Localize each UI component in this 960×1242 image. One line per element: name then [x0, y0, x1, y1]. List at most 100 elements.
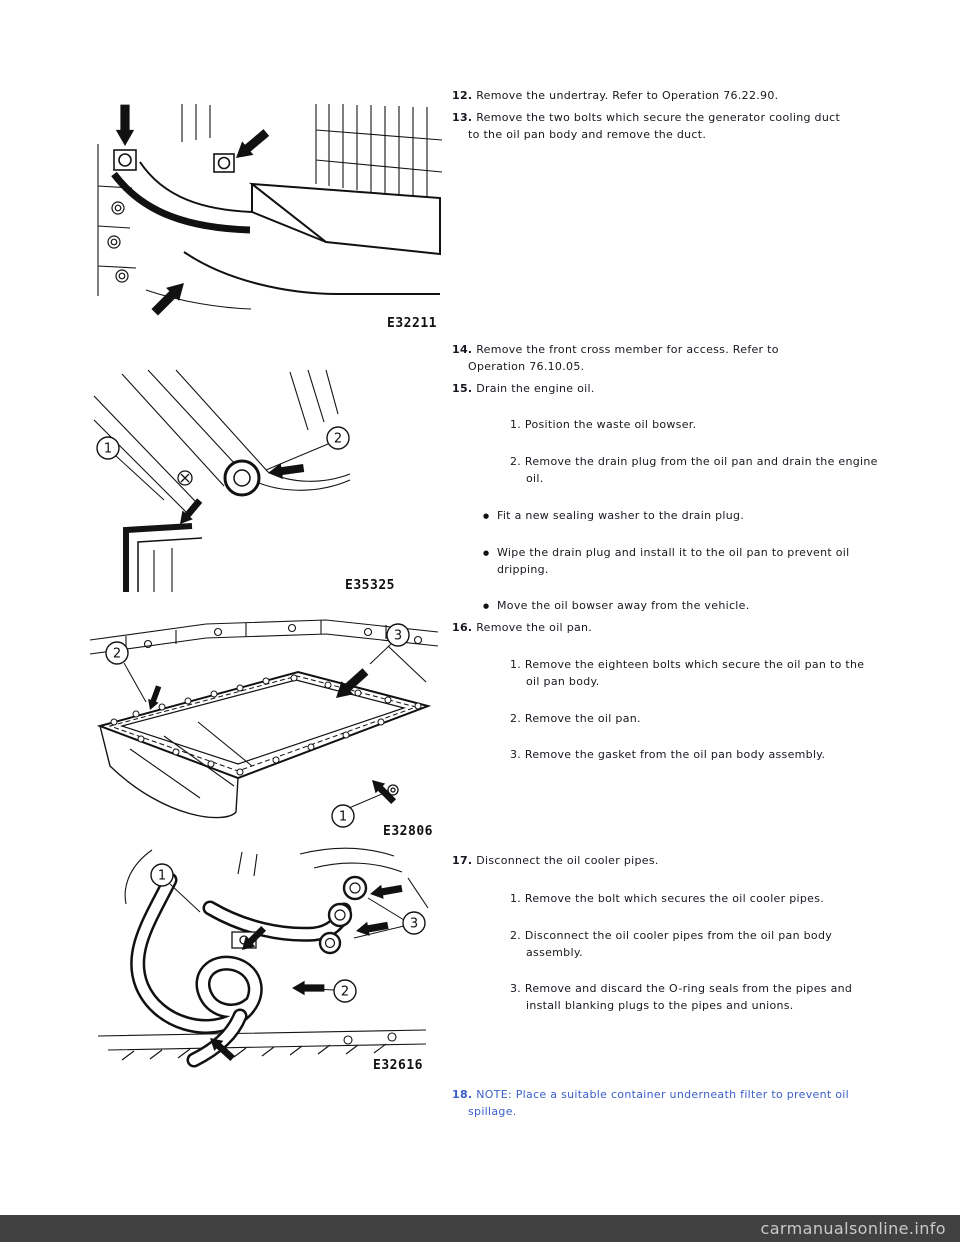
callout-1: 1	[150, 863, 174, 887]
step-17-number: 17.	[452, 854, 473, 867]
step-12-text: Remove the undertray. Refer to Operation…	[476, 89, 779, 102]
step-18-note-text: NOTE: Place a suitable container underne…	[468, 1088, 849, 1118]
duct-channel-edge	[111, 171, 251, 234]
figure-code-e35325: E35325	[345, 578, 395, 593]
engine-background-lines	[97, 104, 443, 310]
callout-1: 1	[96, 436, 120, 460]
engine-background-lines	[97, 847, 429, 1061]
bullet-icon: ●	[483, 512, 490, 520]
bullet-item-2: ● Wipe the drain plug and install it to …	[483, 545, 895, 578]
step-18-note: 18. NOTE: Place a suitable container und…	[452, 1087, 888, 1120]
engine-block-bottom	[89, 619, 439, 683]
substep-text: Remove the bolt which secures the oil co…	[524, 892, 825, 905]
step-14-text: Remove the front cross member for access…	[468, 343, 779, 373]
svg-text:1: 1	[158, 869, 166, 884]
svg-text:3: 3	[410, 917, 418, 932]
step-16-number: 16.	[452, 621, 473, 634]
step-12-number: 12.	[452, 89, 473, 102]
callout-3: 3	[386, 623, 410, 647]
callout-2: 2	[333, 979, 357, 1003]
flange-bolt-holes	[110, 674, 422, 776]
step-17: 17. Disconnect the oil cooler pipes.	[452, 853, 782, 870]
oil-pan-corner	[123, 523, 203, 592]
step-17-substep-1: 1. Remove the bolt which secures the oil…	[510, 891, 890, 908]
step-18-number: 18.	[452, 1088, 473, 1101]
callout-2: 2	[326, 426, 350, 450]
substep-number: 2.	[510, 455, 522, 468]
pointer-arrow-icons	[180, 463, 305, 524]
svg-text:3: 3	[394, 629, 402, 644]
callout-leaders	[115, 443, 329, 501]
pointer-arrow-icons	[210, 884, 403, 1062]
oil-pan-flange	[96, 670, 432, 780]
substep-number: 2.	[510, 929, 522, 942]
duct-bolt-left	[113, 149, 137, 171]
substep-text: Remove the oil pan.	[524, 712, 641, 725]
step-14: 14. Remove the front cross member for ac…	[452, 342, 820, 375]
pointer-arrow-icons	[148, 668, 397, 805]
step-15-text: Drain the engine oil.	[476, 382, 595, 395]
pan-bolt	[387, 784, 399, 796]
callout-2: 2	[105, 641, 129, 665]
step-13-text: Remove the two bolts which secure the ge…	[468, 111, 841, 141]
step-16-substep-1: 1. Remove the eighteen bolts which secur…	[510, 657, 872, 690]
step-15-number: 15.	[452, 382, 473, 395]
bullet-text: Fit a new sealing washer to the drain pl…	[497, 509, 745, 522]
step-16-substep-2: 2. Remove the oil pan.	[510, 711, 830, 728]
svg-text:2: 2	[334, 432, 342, 447]
bullet-icon: ●	[483, 549, 490, 557]
bullet-icon: ●	[483, 602, 490, 610]
sealing-washer	[177, 470, 193, 486]
oil-pan-edge-line	[183, 251, 440, 295]
step-13-number: 13.	[452, 111, 473, 124]
drain-plug-drawing: 1 2	[93, 369, 351, 592]
callout-3: 3	[402, 911, 426, 935]
svg-text:2: 2	[341, 985, 349, 1000]
substep-text: Remove the eighteen bolts which secure t…	[524, 658, 865, 688]
pipe-unions	[318, 875, 368, 955]
substep-number: 3.	[510, 748, 522, 761]
step-16-text: Remove the oil pan.	[476, 621, 593, 634]
oil-cooler-pipes-drawing: 1 3 2	[97, 847, 429, 1068]
engine-duct-drawing	[97, 104, 443, 316]
step-13: 13. Remove the two bolts which secure th…	[452, 110, 854, 143]
step-15-substep-2: 2. Remove the drain plug from the oil pa…	[510, 454, 882, 487]
substep-number: 1.	[510, 658, 522, 671]
figure-e32806: 2 3 1 E32806	[86, 614, 442, 844]
step-15-substep-1: 1. Position the waste oil bowser.	[510, 417, 840, 434]
svg-text:2: 2	[113, 647, 121, 662]
bullet-text: Move the oil bowser away from the vehicl…	[497, 599, 750, 612]
step-16: 16. Remove the oil pan.	[452, 620, 772, 637]
step-15: 15. Drain the engine oil.	[452, 381, 772, 398]
svg-text:1: 1	[339, 810, 347, 825]
substep-number: 1.	[510, 418, 522, 431]
figure-e35325: 1 2 E35325	[92, 366, 404, 598]
figure-e32616: 1 3 2 E32616	[92, 844, 432, 1078]
substep-text: Remove and discard the O-ring seals from…	[524, 982, 853, 1012]
oil-pan-body	[99, 721, 253, 819]
duct-bolt-right	[213, 153, 235, 173]
drain-plug	[223, 459, 261, 497]
step-17-substep-2: 2. Disconnect the oil cooler pipes from …	[510, 928, 888, 961]
watermark-bar: carmanualsonline.info	[0, 1215, 960, 1242]
step-17-substep-3: 3. Remove and discard the O-ring seals f…	[510, 981, 876, 1014]
step-16-substep-3: 3. Remove the gasket from the oil pan bo…	[510, 747, 890, 764]
substep-text: Remove the drain plug from the oil pan a…	[524, 455, 878, 485]
substep-text: Remove the gasket from the oil pan body …	[524, 748, 826, 761]
substep-number: 3.	[510, 982, 522, 995]
step-17-text: Disconnect the oil cooler pipes.	[476, 854, 659, 867]
figure-code-e32616: E32616	[373, 1058, 423, 1073]
cooling-duct	[248, 182, 441, 256]
substep-number: 2.	[510, 712, 522, 725]
substep-text: Disconnect the oil cooler pipes from the…	[524, 929, 833, 959]
callout-leaders	[123, 643, 392, 809]
figure-code-e32806: E32806	[383, 824, 433, 839]
bullet-text: Wipe the drain plug and install it to th…	[497, 546, 850, 576]
bullet-item-3: ● Move the oil bowser away from the vehi…	[483, 598, 835, 615]
flange-bolts	[107, 201, 129, 283]
callout-1: 1	[331, 804, 355, 828]
step-12: 12. Remove the undertray. Refer to Opera…	[452, 88, 872, 105]
figure-e32211: E32211	[86, 100, 446, 336]
duct-channel-inner	[139, 161, 253, 213]
